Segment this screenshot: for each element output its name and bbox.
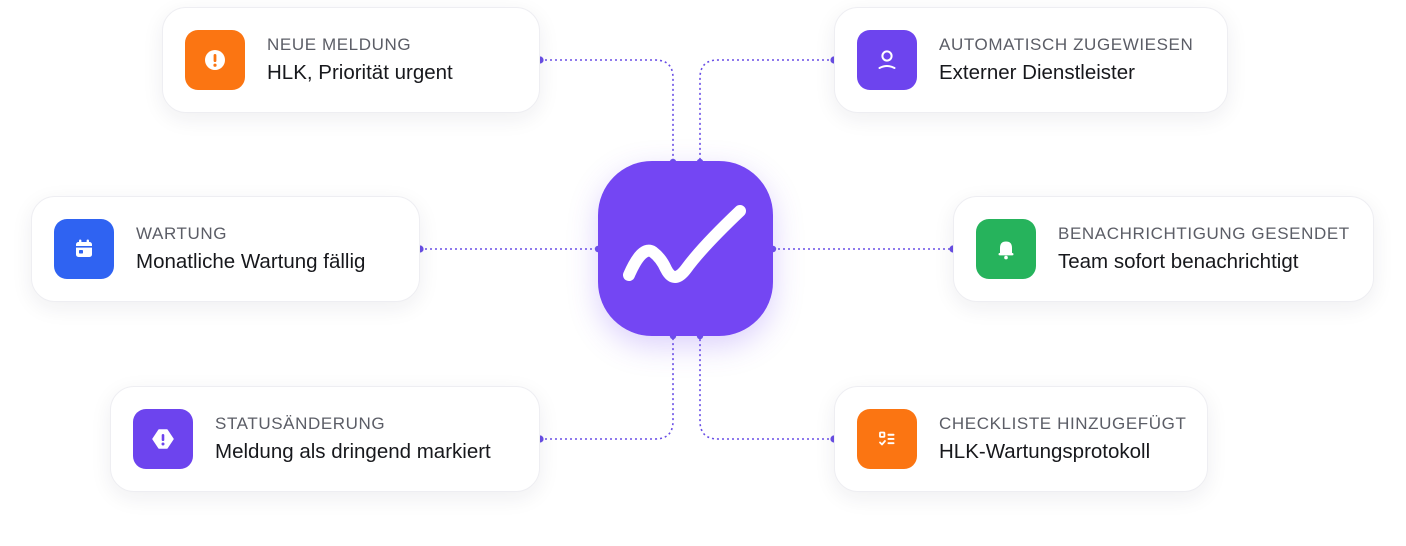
card-value: Monatliche Wartung fällig [136, 249, 366, 273]
card-label: CHECKLISTE HINZUGEFÜGT [939, 413, 1187, 433]
card-value: Externer Dienstleister [939, 60, 1135, 84]
calendar-icon [54, 219, 114, 279]
connector-statusaenderung [540, 336, 674, 440]
card-automatisch-zugewiesen: AUTOMATISCH ZUGEWIESEN Externer Dienstle… [834, 7, 1228, 113]
card-label: NEUE MELDUNG [267, 34, 412, 54]
card-label: AUTOMATISCH ZUGEWIESEN [939, 34, 1194, 54]
hub-logo [598, 161, 773, 336]
card-value: HLK-Wartungsprotokoll [939, 439, 1151, 463]
connector-neue-meldung [540, 59, 674, 162]
card-neue-meldung: NEUE MELDUNG HLK, Priorität urgent [162, 7, 540, 113]
card-wartung: WARTUNG Monatliche Wartung fällig [31, 196, 420, 302]
card-checkliste-hinzugefuegt: CHECKLISTE HINZUGEFÜGT HLK-Wartungsproto… [834, 386, 1208, 492]
card-value: Meldung als dringend markiert [215, 439, 491, 463]
card-benachrichtigung-gesendet: BENACHRICHTIGUNG GESENDET Team sofort be… [953, 196, 1374, 302]
card-label: STATUSÄNDERUNG [215, 413, 386, 433]
card-value: HLK, Priorität urgent [267, 60, 453, 84]
connector-automatisch-zugewiesen [699, 59, 834, 162]
alert-circle-icon [185, 30, 245, 90]
checkmark-wave-logo [623, 205, 746, 283]
card-label: BENACHRICHTIGUNG GESENDET [1058, 223, 1350, 243]
user-icon [857, 30, 917, 90]
alert-octagon-icon [133, 409, 193, 469]
checklist-icon [857, 409, 917, 469]
card-statusaenderung: STATUSÄNDERUNG Meldung als dringend mark… [110, 386, 540, 492]
card-value: Team sofort benachrichtigt [1058, 249, 1299, 273]
connector-checkliste [699, 336, 834, 440]
card-label: WARTUNG [136, 223, 228, 243]
bell-icon [976, 219, 1036, 279]
